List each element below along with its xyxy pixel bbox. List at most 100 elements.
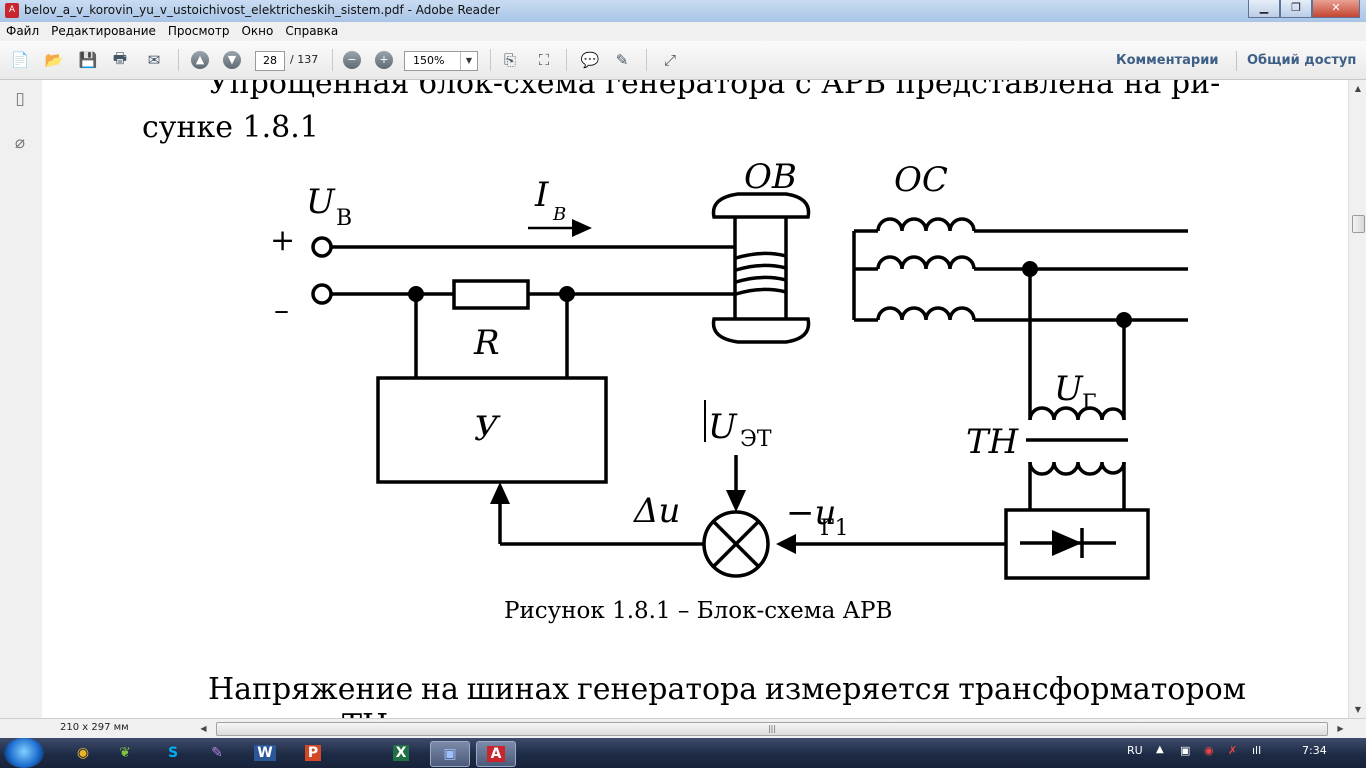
menu-file[interactable]: Файл <box>6 24 40 38</box>
status-bar: 210 x 297 мм ◀ ||| ▶ <box>0 718 1366 739</box>
label-ov: ОВ <box>744 157 797 197</box>
label-ub-sub: В <box>336 206 352 231</box>
fit-page-icon[interactable]: ⎘ <box>503 51 516 69</box>
start-button[interactable] <box>4 738 44 768</box>
doc-text-line2: сунке 1.8.1 <box>142 110 319 145</box>
title-bar: A belov_a_v_korovin_yu_v_ustoichivost_el… <box>0 0 1366 23</box>
chevron-down-icon[interactable]: ▼ <box>460 52 477 70</box>
create-pdf-icon[interactable]: 📄 <box>10 51 30 69</box>
page-total: / 137 <box>290 53 319 66</box>
taskbar-powerpoint-icon[interactable]: P <box>294 741 332 765</box>
taskbar-onenote-icon[interactable]: ✎ <box>211 745 223 761</box>
fit-width-icon[interactable]: ⛶ <box>538 51 550 69</box>
next-page-button[interactable]: ▼ <box>220 49 244 71</box>
tray-network-icon[interactable]: ✗ <box>1228 744 1238 757</box>
previous-page-button[interactable]: ▲ <box>188 49 212 71</box>
label-ub: U <box>306 182 336 222</box>
taskbar-chrome-icon[interactable]: ◉ <box>76 745 90 761</box>
taskbar-evernote-icon[interactable]: ❦ <box>119 745 131 761</box>
expand-icon[interactable]: ⤢ <box>663 51 676 69</box>
tray-device-icon[interactable]: ▣ <box>1180 744 1191 757</box>
menu-window[interactable]: Окно <box>241 24 274 38</box>
language-indicator[interactable]: RU <box>1127 744 1143 757</box>
scroll-down-icon[interactable]: ▼ <box>1354 705 1362 714</box>
attachment-icon[interactable]: ⌀ <box>14 133 26 153</box>
scroll-thumb[interactable] <box>1352 215 1365 233</box>
word: генератора <box>577 672 758 707</box>
word: Напряжение <box>208 672 414 707</box>
zoom-select[interactable]: 150% ▼ <box>404 51 478 71</box>
email-icon[interactable]: ✉ <box>147 51 161 69</box>
window-controls: ▁ ❐ ✕ <box>1248 0 1360 18</box>
label-plus: + <box>270 223 295 258</box>
page-size: 210 x 297 мм <box>60 722 129 733</box>
taskbar-excel-icon[interactable]: X <box>382 741 420 765</box>
zoom-out-button[interactable]: − <box>340 49 364 71</box>
taskbar: ◉ ❦ S ✎ W P X ▣ A RU ▲ ▣ ◉ ✗ ıll 7:34 <box>0 738 1366 768</box>
arrow-up-icon: ▲ <box>191 51 209 69</box>
horizontal-scrollbar[interactable]: ◀ ||| ▶ <box>196 721 1348 736</box>
h-scroll-thumb[interactable]: ||| <box>216 722 1328 736</box>
menu-bar: Файл Редактирование Просмотр Окно Справк… <box>0 22 1366 41</box>
print-icon[interactable]: 🖶 <box>112 48 128 67</box>
menu-view[interactable]: Просмотр <box>167 24 230 38</box>
tray-antivirus-icon[interactable]: ◉ <box>1204 744 1214 757</box>
label-ib: I <box>534 175 549 215</box>
page-number-input[interactable]: 28 <box>255 51 285 71</box>
menu-help[interactable]: Справка <box>285 24 339 38</box>
label-uet: U <box>708 407 738 447</box>
share-button[interactable]: Общий доступ <box>1247 53 1357 68</box>
plus-icon: + <box>375 51 393 69</box>
pages-icon[interactable]: ▯ <box>15 89 25 109</box>
label-tn: ТН <box>966 422 1020 462</box>
navigation-pane: ▯ ⌀ <box>0 80 43 718</box>
menu-edit[interactable]: Редактирование <box>51 24 156 38</box>
adobe-reader-icon: A <box>5 3 19 18</box>
word: шинах <box>466 672 570 707</box>
label-ug-sub: Г <box>1082 391 1097 416</box>
highlight-icon[interactable]: ✎ <box>615 51 629 69</box>
doc-paragraph-line: Напряжение на шинах генератора измеряетс… <box>208 672 1246 707</box>
document-view[interactable]: Упрощенная блок-схема генератора с АРВ п… <box>42 80 1348 718</box>
scroll-left-icon[interactable]: ◀ <box>200 724 207 733</box>
block-diagram: U I ОВ ОС R У U U ТН Δu −u В В ЭТ Г Г1 +… <box>270 157 1188 580</box>
vertical-scrollbar[interactable]: ▲ ▼ <box>1348 80 1366 718</box>
label-oc: ОС <box>894 160 948 200</box>
taskbar-save-app-icon[interactable]: ▣ <box>430 741 470 767</box>
close-button[interactable]: ✕ <box>1312 0 1360 18</box>
restore-button[interactable]: ❐ <box>1280 0 1312 18</box>
open-file-icon[interactable]: 📂 <box>44 51 64 69</box>
taskbar-word-icon[interactable]: W <box>246 741 284 765</box>
label-ib-sub: В <box>552 204 566 225</box>
label-y: У <box>474 409 501 449</box>
taskbar-skype-icon[interactable]: S <box>167 745 179 761</box>
tray-signal-icon[interactable]: ıll <box>1252 744 1262 757</box>
label-ug1: −u <box>786 493 836 533</box>
clock[interactable]: 7:34 <box>1302 744 1327 757</box>
save-icon[interactable]: 💾 <box>78 51 98 69</box>
taskbar-adobe-reader-icon[interactable]: A <box>476 741 516 767</box>
word: трансформатором <box>958 672 1246 707</box>
window-title: belov_a_v_korovin_yu_v_ustoichivost_elek… <box>24 3 500 17</box>
zoom-value: 150% <box>413 54 445 67</box>
comments-button[interactable]: Комментарии <box>1116 53 1219 68</box>
minimize-button[interactable]: ▁ <box>1248 0 1280 18</box>
word: на <box>421 672 459 707</box>
scroll-up-icon[interactable]: ▲ <box>1354 84 1362 93</box>
label-minus: – <box>274 293 289 328</box>
zoom-in-button[interactable]: + <box>372 49 396 71</box>
label-ug: U <box>1054 369 1084 409</box>
toolbar: 📄 📂 💾 🖶 ✉ ▲ ▼ 28 / 137 − + 150% ▼ ⎘ ⛶ 💬 ✎… <box>0 41 1366 80</box>
figure-caption: Рисунок 1.8.1 – Блок-схема АРВ <box>504 598 893 624</box>
word: измеряется <box>764 672 951 707</box>
doc-text-line1: Упрощенная блок-схема генератора с АРВ п… <box>208 80 1221 101</box>
label-r: R <box>473 323 500 363</box>
label-du: Δu <box>632 491 680 531</box>
comment-icon[interactable]: 💬 <box>580 51 600 69</box>
label-ug1-sub: Г1 <box>820 516 849 541</box>
arrow-down-icon: ▼ <box>223 51 241 69</box>
tray-expand-icon[interactable]: ▲ <box>1156 744 1164 755</box>
minus-icon: − <box>343 51 361 69</box>
doc-text-cutoff: ТН ... <box>342 708 426 718</box>
scroll-right-icon[interactable]: ▶ <box>1337 724 1344 733</box>
